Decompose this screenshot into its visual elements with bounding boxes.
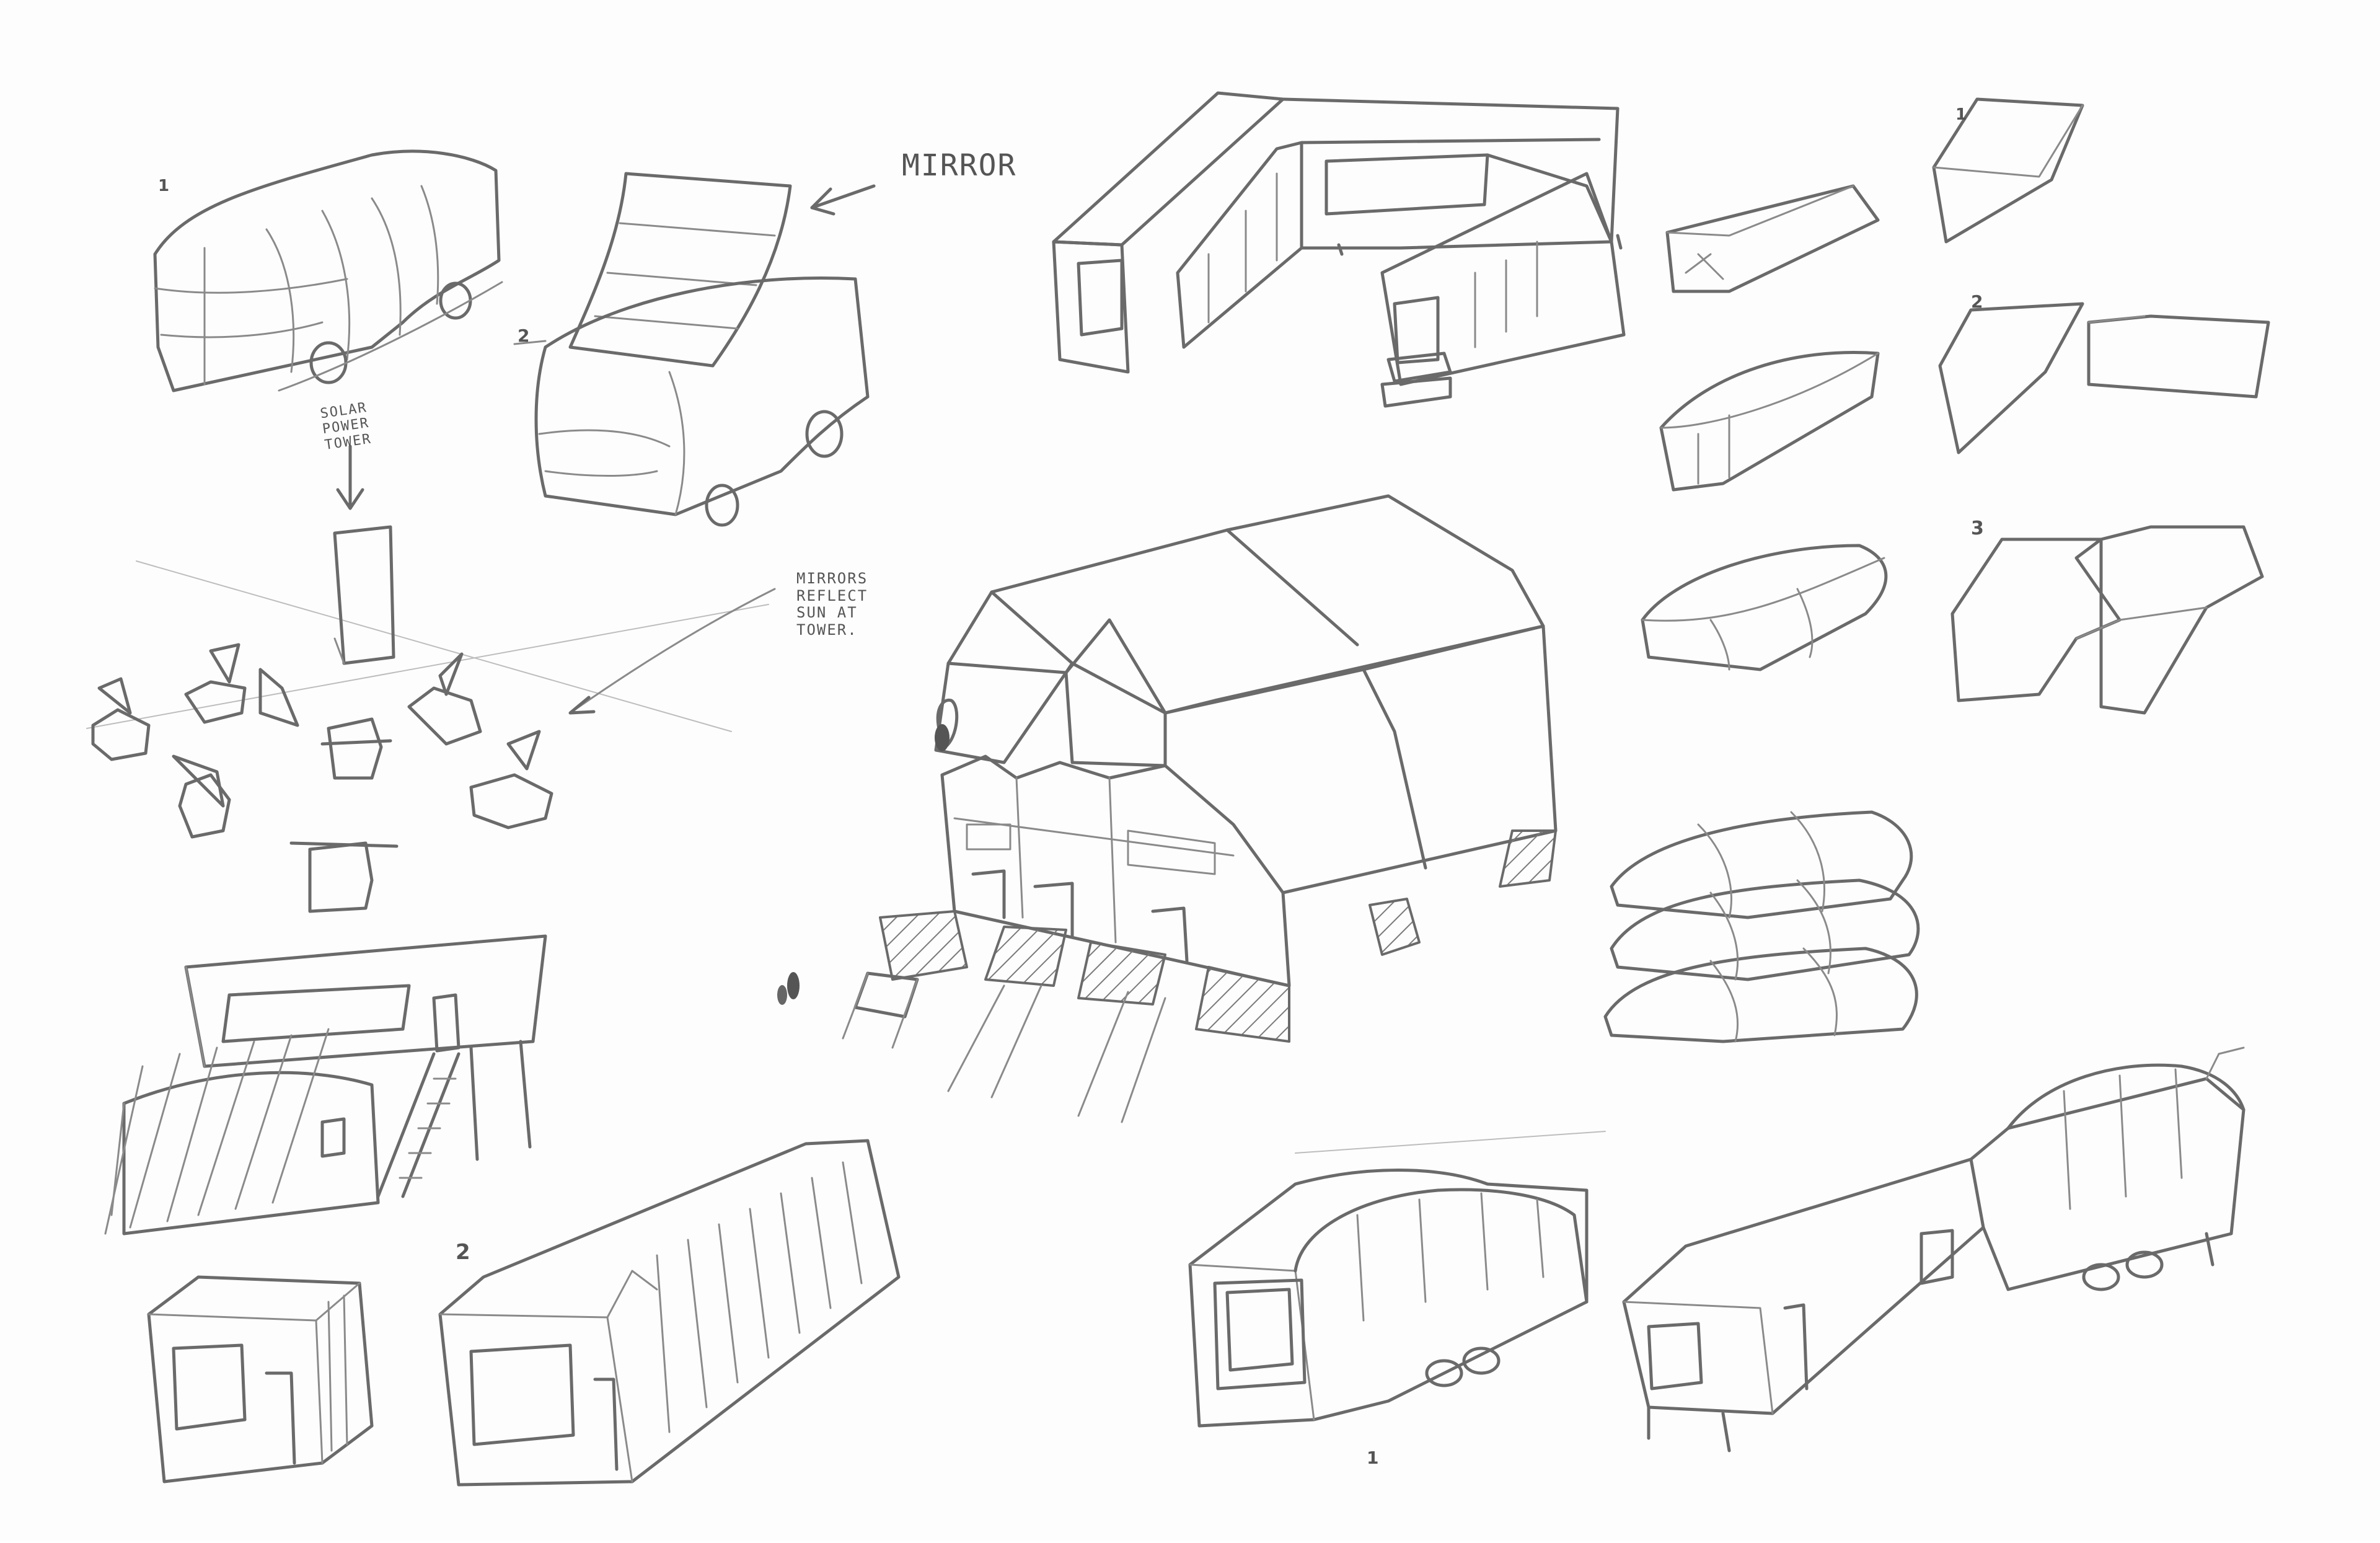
tower-arrow <box>336 444 364 510</box>
stacked-vaults-sketch <box>1603 810 1920 1043</box>
mirror-label: MIRROR <box>902 148 1017 183</box>
u-shaped-house-sketch <box>1052 91 1626 408</box>
vehicle-1-number: 1 <box>158 177 170 195</box>
trailer-1-number: 1 <box>1367 1448 1379 1468</box>
container-1-sketch <box>147 1275 374 1483</box>
trailer-1-sketch <box>1188 1131 1606 1428</box>
block-2-number: 2 <box>1971 291 1983 312</box>
block-1-number: 1 <box>1955 105 1967 124</box>
vehicle-2-sketch <box>513 172 876 527</box>
container-2-number: 2 <box>456 1240 470 1265</box>
blocks-sketch <box>1932 97 2270 715</box>
stilt-house-sketch <box>104 934 547 1236</box>
block-3-number: 3 <box>1971 518 1984 539</box>
trailer-2-sketch <box>1622 1046 2246 1452</box>
vault-forms-sketch <box>1641 184 1888 671</box>
container-2-sketch <box>438 1139 901 1487</box>
solar-power-tower-label: SOLAR POWER TOWER <box>319 400 373 453</box>
vehicle-1-sketch <box>153 149 503 392</box>
vehicle-2-number: 2 <box>518 325 530 346</box>
mirrors-reflect-label: MIRRORS REFLECT SUN AT TOWER. <box>796 570 868 639</box>
gabled-house-sketch <box>777 494 1558 1123</box>
solar-tower-field <box>86 525 776 913</box>
